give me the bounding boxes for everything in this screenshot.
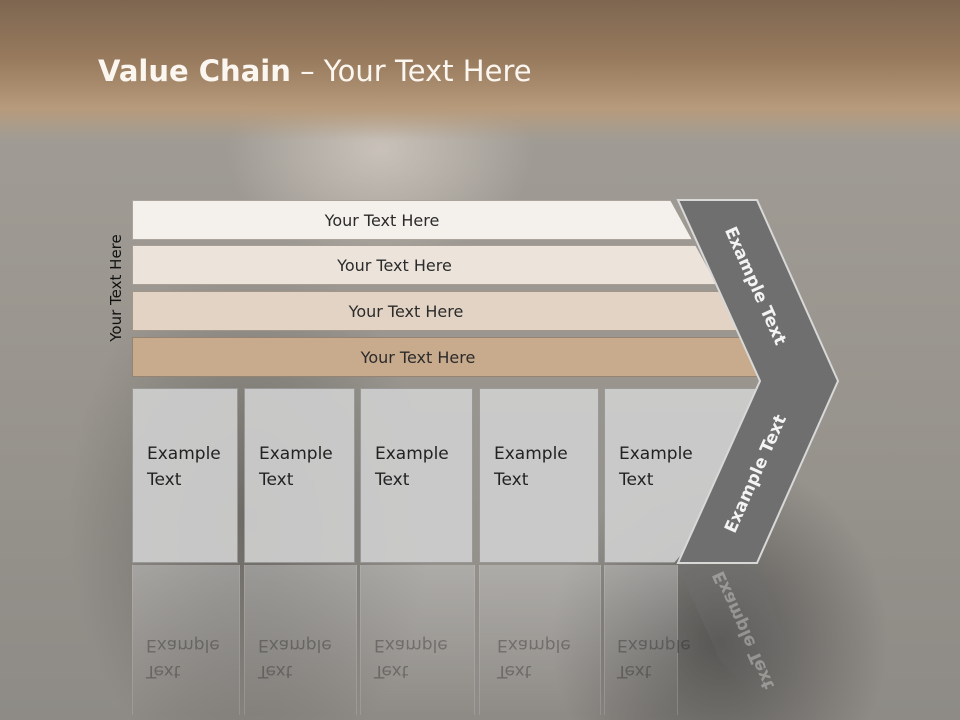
box-2[interactable]: Example Text bbox=[244, 388, 355, 563]
box-1-reflection bbox=[132, 565, 240, 715]
box-4-reflection bbox=[479, 565, 601, 715]
box-4-line1: Example bbox=[494, 444, 568, 464]
title-rest: – Your Text Here bbox=[290, 54, 532, 88]
slide-title[interactable]: Value Chain – Your Text Here bbox=[98, 54, 532, 88]
box-2-reflection bbox=[244, 565, 357, 715]
bar-3[interactable]: Your Text Here bbox=[132, 291, 740, 331]
box-3-line2: Text bbox=[375, 470, 410, 490]
box-2-line2: Text bbox=[259, 470, 294, 490]
bar-3-label: Your Text Here bbox=[348, 301, 464, 321]
bar-4[interactable]: Your Text Here bbox=[132, 337, 764, 377]
box-4[interactable]: Example Text bbox=[479, 388, 599, 563]
bar-1-label: Your Text Here bbox=[324, 210, 440, 230]
header-band bbox=[0, 0, 960, 140]
box-3[interactable]: Example Text bbox=[360, 388, 473, 563]
box-1[interactable]: Example Text bbox=[132, 388, 238, 563]
box-5-line1: Example bbox=[619, 444, 693, 464]
box-5-reflection bbox=[604, 565, 678, 715]
bar-4-label: Your Text Here bbox=[360, 347, 476, 367]
box-4-line2: Text bbox=[494, 470, 529, 490]
chevron-reflection bbox=[678, 566, 800, 700]
box-3-reflection bbox=[360, 565, 475, 715]
box-2-line1: Example bbox=[259, 444, 333, 464]
bar-1[interactable]: Your Text Here bbox=[132, 200, 692, 240]
box-3-line1: Example bbox=[375, 444, 449, 464]
title-bold: Value Chain bbox=[98, 54, 291, 88]
bar-2[interactable]: Your Text Here bbox=[132, 245, 717, 285]
box-1-line1: Example bbox=[147, 444, 221, 464]
bar-2-label: Your Text Here bbox=[337, 255, 452, 275]
chevron-shape bbox=[676, 199, 840, 564]
box-1-line2: Text bbox=[147, 470, 182, 490]
box-5-line2: Text bbox=[619, 470, 654, 490]
